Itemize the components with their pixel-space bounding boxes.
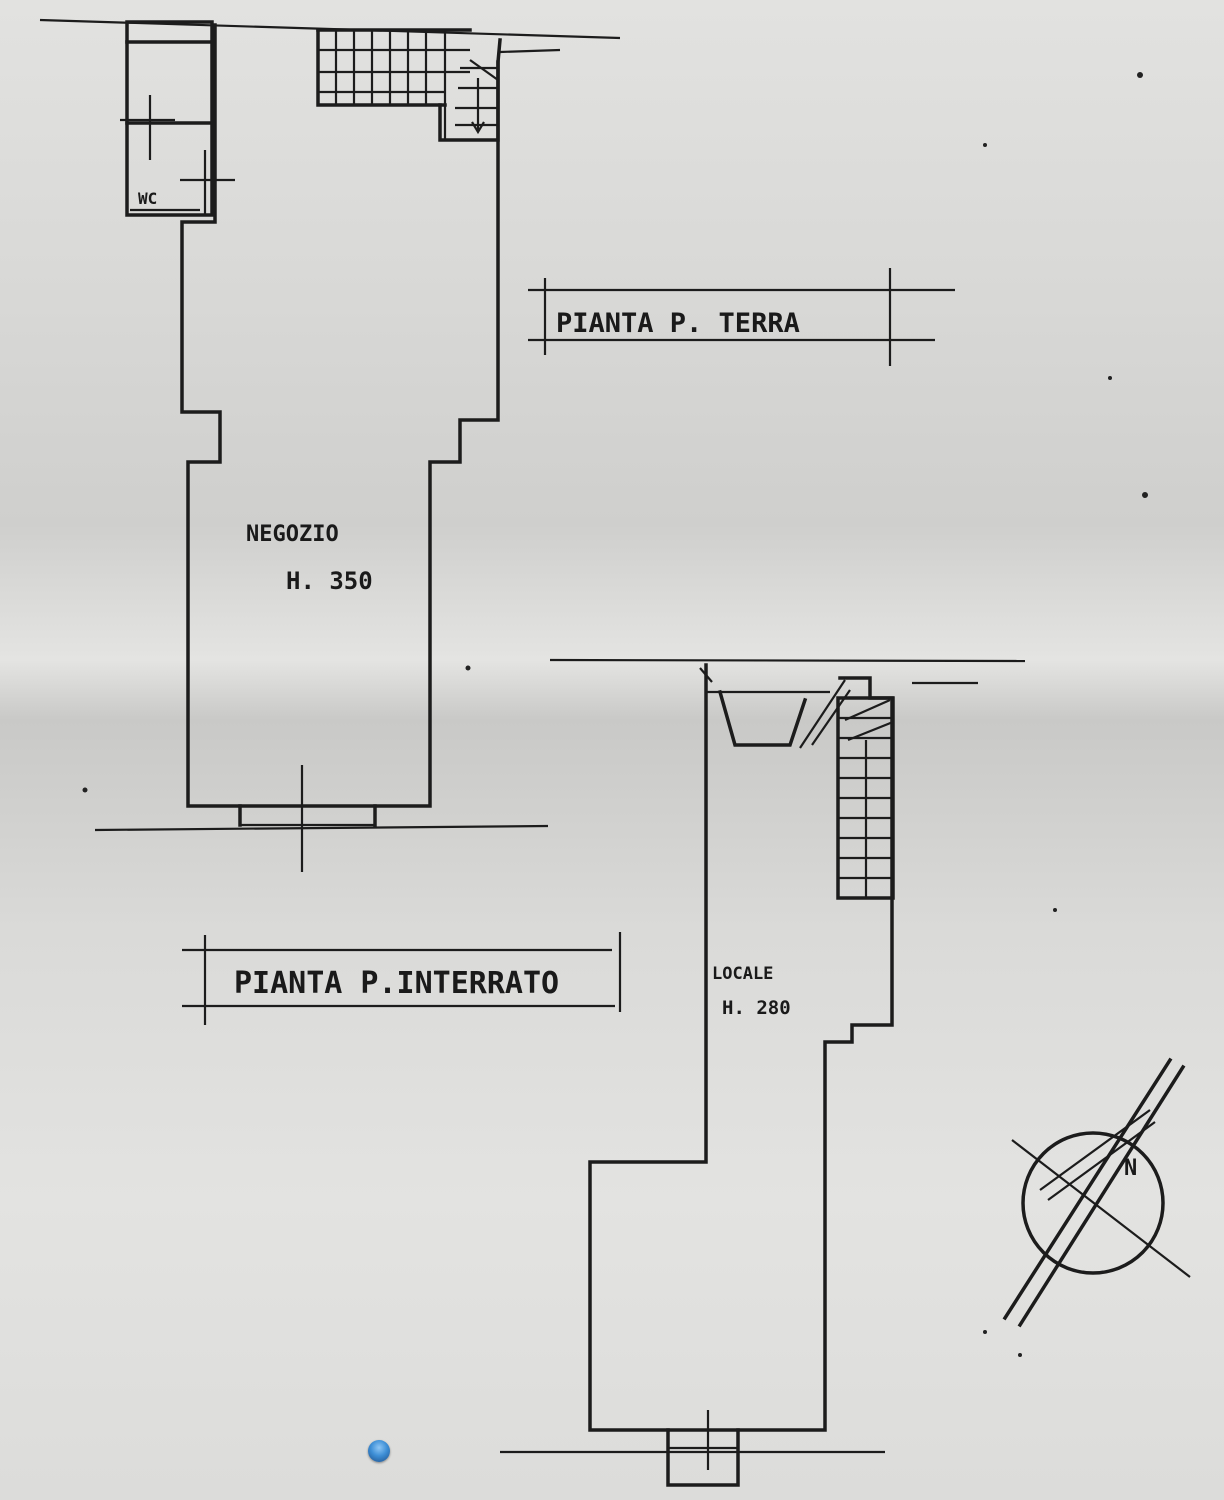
paper-specks (82, 72, 1148, 1357)
ground-floor-title: PIANTA P. TERRA (556, 308, 800, 339)
ground-floor-title-block: PIANTA P. TERRA (528, 268, 955, 366)
north-label: N (1124, 1156, 1137, 1181)
room-height-label: H. 280 (722, 997, 791, 1019)
room-name-label: LOCALE (712, 964, 773, 984)
basement-plan: LOCALE H. 280 (500, 658, 1026, 1487)
basement-title: PIANTA P.INTERRATO (234, 966, 559, 1001)
north-arrow-icon: N (1002, 1057, 1191, 1328)
wc-label: WC (138, 189, 157, 208)
shop-height-label: H. 350 (286, 567, 373, 595)
wc-room: WC (120, 20, 235, 217)
shop-name-label: NEGOZIO (246, 522, 339, 547)
basement-stair (799, 679, 895, 900)
ground-floor-stair (316, 28, 499, 140)
app-badge-icon[interactable] (368, 1440, 390, 1462)
ground-floor-plan: WC NEGOZIO H. 350 (39, 18, 621, 872)
basement-title-block: PIANTA P.INTERRATO (182, 932, 622, 1025)
